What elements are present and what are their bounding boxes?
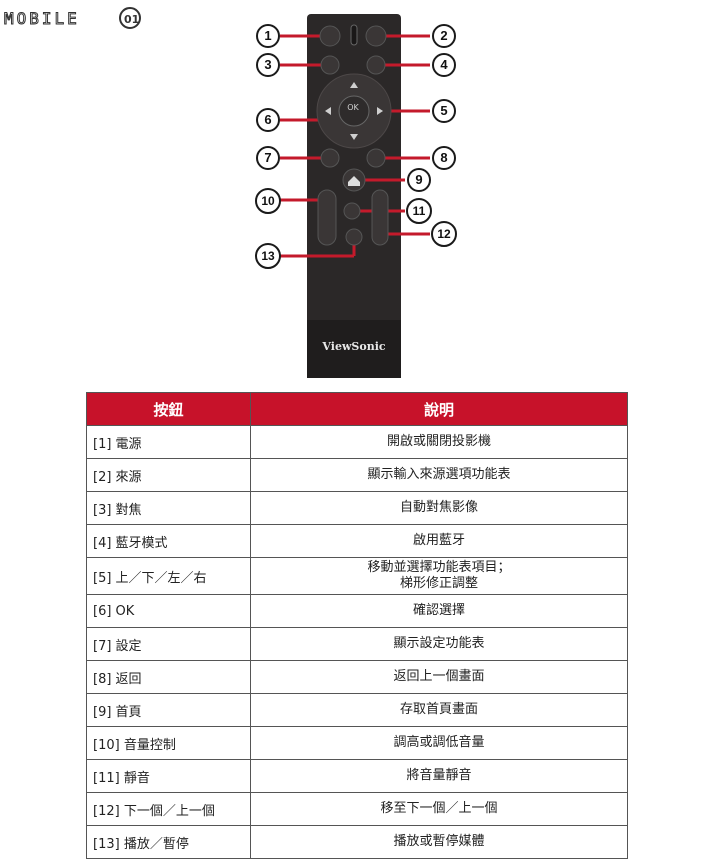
row-key: [11] 靜音 (86, 759, 251, 793)
row-desc-line1: 移動並選擇功能表項目； (367, 560, 511, 575)
table-row: [4] 藍牙模式啟用藍牙 (86, 524, 628, 558)
row-key: [7] 設定 (86, 627, 251, 661)
row-key: [6] OK (86, 594, 251, 628)
callout-9: 9 (407, 168, 431, 192)
header-button: 按鈕 (86, 392, 251, 426)
table-row: [10] 音量控制調高或調低音量 (86, 726, 628, 760)
callout-11: 11 (406, 198, 432, 224)
row-desc: 移動並選擇功能表項目；梯形修正調整 (250, 557, 628, 595)
callout-7: 7 (256, 146, 280, 170)
mobile01-watermark-logo: MOBILE 01 (4, 7, 141, 29)
table-row: [5] 上／下／左／右移動並選擇功能表項目；梯形修正調整 (86, 557, 628, 595)
row-desc: 返回上一個畫面 (250, 660, 628, 694)
row-key: [1] 電源 (86, 425, 251, 459)
row-desc: 存取首頁畫面 (250, 693, 628, 727)
row-desc: 將音量靜音 (250, 759, 628, 793)
brand-logo: ViewSonic (322, 340, 386, 353)
button-description-table: 按鈕 說明 [1] 電源開啟或關閉投影機 [2] 來源顯示輸入來源選項功能表 [… (86, 392, 628, 859)
row-key: [10] 音量控制 (86, 726, 251, 760)
callout-3: 3 (256, 53, 280, 77)
row-desc: 開啟或關閉投影機 (250, 425, 628, 459)
table-row: [9] 首頁存取首頁畫面 (86, 693, 628, 727)
table-row: [13] 播放／暫停播放或暫停媒體 (86, 825, 628, 859)
row-desc: 顯示設定功能表 (250, 627, 628, 661)
callout-12: 12 (431, 221, 457, 247)
row-key: [2] 來源 (86, 458, 251, 492)
row-desc: 調高或調低音量 (250, 726, 628, 760)
callout-2: 2 (432, 24, 456, 48)
row-desc: 確認選擇 (250, 594, 628, 628)
row-desc: 移至下一個／上一個 (250, 792, 628, 826)
remote-illustration (280, 14, 430, 378)
row-key: [12] 下一個／上一個 (86, 792, 251, 826)
row-desc: 啟用藍牙 (250, 524, 628, 558)
table-row: [3] 對焦自動對焦影像 (86, 491, 628, 525)
remote-brand-panel (307, 320, 401, 378)
remote-diagram: OK ViewSonic 1 2 3 4 5 6 7 8 9 10 11 12 … (0, 0, 720, 385)
table-row: [2] 來源顯示輸入來源選項功能表 (86, 458, 628, 492)
svg-text:MOBILE: MOBILE (4, 9, 80, 28)
svg-text:01: 01 (124, 13, 139, 26)
header-description: 說明 (250, 392, 628, 426)
table-row: [12] 下一個／上一個移至下一個／上一個 (86, 792, 628, 826)
row-desc: 顯示輸入來源選項功能表 (250, 458, 628, 492)
row-key: [9] 首頁 (86, 693, 251, 727)
row-key: [8] 返回 (86, 660, 251, 694)
row-key: [13] 播放／暫停 (86, 825, 251, 859)
callout-8: 8 (432, 146, 456, 170)
row-key: [5] 上／下／左／右 (86, 557, 251, 595)
callout-13: 13 (255, 243, 281, 269)
callout-10: 10 (255, 188, 281, 214)
row-desc: 播放或暫停媒體 (250, 825, 628, 859)
table-header-row: 按鈕 說明 (86, 392, 628, 426)
callout-6: 6 (256, 108, 280, 132)
row-desc-line2: 梯形修正調整 (399, 576, 478, 591)
callout-4: 4 (432, 53, 456, 77)
table-row: [11] 靜音將音量靜音 (86, 759, 628, 793)
ok-button-label: OK (347, 103, 359, 112)
table-row: [1] 電源開啟或關閉投影機 (86, 425, 628, 459)
row-key: [3] 對焦 (86, 491, 251, 525)
callout-1: 1 (256, 24, 280, 48)
table-row: [8] 返回返回上一個畫面 (86, 660, 628, 694)
row-key: [4] 藍牙模式 (86, 524, 251, 558)
table-row: [7] 設定顯示設定功能表 (86, 627, 628, 661)
row-desc: 自動對焦影像 (250, 491, 628, 525)
callout-5: 5 (432, 99, 456, 123)
